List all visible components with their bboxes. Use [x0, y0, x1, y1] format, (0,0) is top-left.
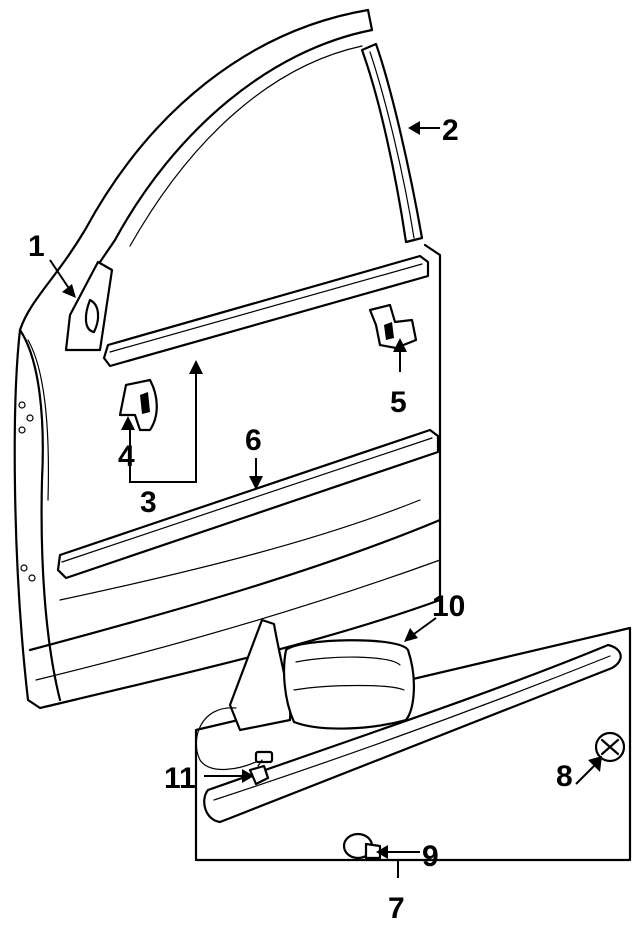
callout-3: 3: [140, 486, 157, 519]
part-3-belt-moulding: [102, 254, 430, 368]
callout-11: 11: [164, 762, 196, 795]
callout-6: 6: [245, 424, 262, 457]
callout-labels: 1 2 3 4 5 6 7 8 9 10 11: [28, 114, 573, 925]
callout-10: 10: [432, 590, 465, 623]
callout-2: 2: [442, 114, 459, 147]
part-11-fastener: [248, 759, 270, 786]
callout-5: 5: [390, 386, 407, 419]
part-10-mirror: [195, 618, 416, 771]
leader-lines: [49, 121, 602, 878]
part-6-side-moulding: [56, 428, 440, 580]
part-7-lower-moulding: [194, 626, 632, 862]
callout-8: 8: [556, 760, 573, 793]
callout-1: 1: [28, 230, 45, 263]
callout-7: 7: [388, 892, 405, 925]
part-8-clip: [594, 731, 626, 763]
callout-9: 9: [422, 840, 439, 873]
part-4-clip: [118, 378, 158, 432]
part-1-corner-garnish: [64, 260, 114, 352]
part-5-clip: [368, 303, 418, 350]
callout-4: 4: [118, 440, 135, 473]
part-9-clip: [342, 832, 382, 860]
part-2-vertical-weatherstrip: [360, 42, 424, 244]
door-shell: [13, 8, 442, 710]
